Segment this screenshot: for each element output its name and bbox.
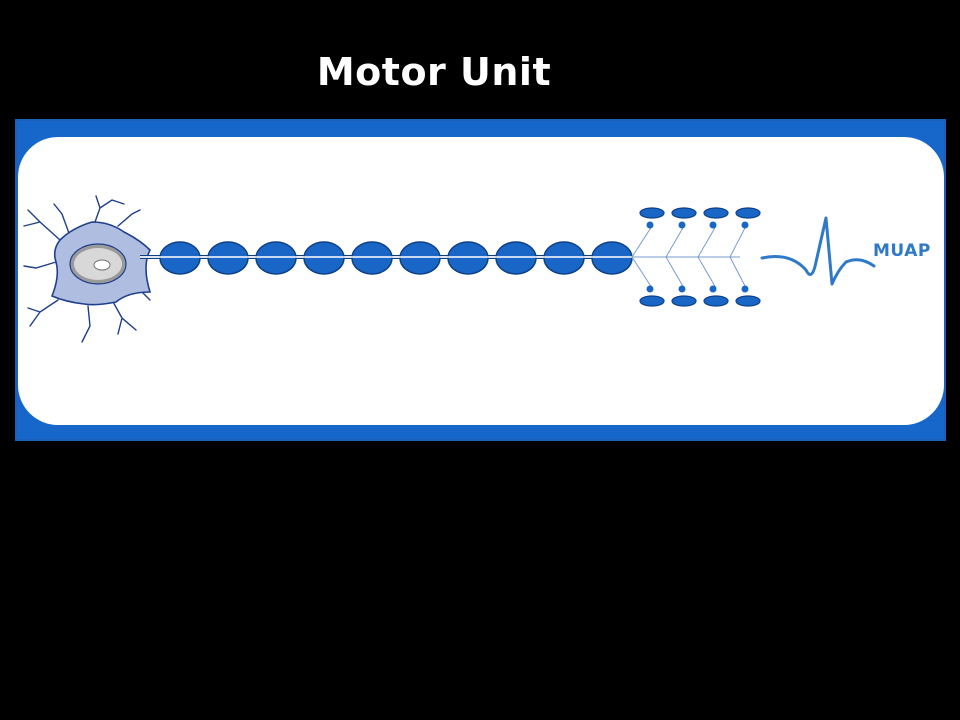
muscle-fiber (735, 295, 761, 307)
muscle-fibers-top (639, 207, 761, 219)
myelin-segment-5 (351, 241, 393, 275)
muscle-fiber (639, 295, 665, 307)
slide-title: Motor Unit (316, 50, 552, 94)
myelin-segment-2 (207, 241, 249, 275)
myelin-segment-8 (495, 241, 537, 275)
muscle-fiber (703, 207, 729, 219)
myelin-segment-7 (447, 241, 489, 275)
myelin-segment-9 (543, 241, 585, 275)
muscle-fiber (671, 207, 697, 219)
muap-waveform (760, 216, 876, 286)
synaptic-terminals (646, 221, 749, 293)
myelin-segment-6 (399, 241, 441, 275)
muscle-fiber (671, 295, 697, 307)
muscle-fiber (703, 295, 729, 307)
muscle-fiber (639, 207, 665, 219)
muscle-fiber (735, 207, 761, 219)
myelin-segment-10 (591, 241, 633, 275)
muscle-fibers-bottom (639, 295, 761, 307)
myelin-sheath (140, 241, 633, 275)
muap-label: MUAP (873, 241, 931, 261)
myelin-segment-1 (159, 241, 201, 275)
myelin-segment-3 (255, 241, 297, 275)
neuron-cell-body (23, 195, 152, 343)
diagram-panel (18, 137, 944, 425)
myelin-segment-4 (303, 241, 345, 275)
